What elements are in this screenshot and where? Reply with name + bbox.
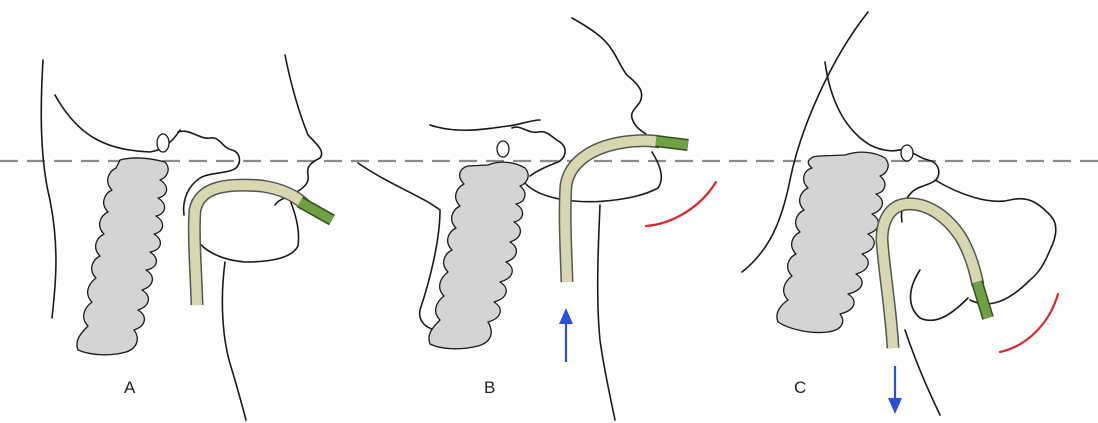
panel-c-jaw-outline bbox=[911, 270, 968, 320]
panel-b bbox=[358, 18, 716, 420]
panel-b-tube-connector-fill bbox=[656, 141, 688, 145]
panel-a-face-profile bbox=[275, 55, 322, 205]
panel-a-head-outline bbox=[41, 60, 56, 318]
panel-b-throat bbox=[598, 205, 615, 420]
panel-a-jaw-outline bbox=[192, 200, 299, 262]
panel-b-label: B bbox=[484, 378, 495, 398]
panel-c-tube bbox=[882, 204, 978, 348]
panel-b-neck-back bbox=[358, 163, 440, 330]
panel-c-tube-connector-fill bbox=[977, 282, 988, 318]
panel-c-throat bbox=[905, 330, 940, 415]
panel-a bbox=[41, 55, 332, 420]
panel-b-odontoid bbox=[497, 141, 509, 157]
panel-a-skull-base bbox=[178, 131, 239, 215]
panel-b-cervical-spine bbox=[429, 162, 528, 349]
panel-b-tube-fill bbox=[565, 141, 660, 283]
panel-b-up-arrow-head bbox=[559, 308, 573, 324]
panel-a-tube-fill bbox=[194, 185, 305, 305]
panel-c-down-arrow-head bbox=[888, 398, 902, 414]
panel-a-tube bbox=[194, 185, 305, 305]
panel-c-skull-back bbox=[825, 62, 900, 151]
panel-c-odontoid bbox=[901, 145, 913, 161]
panel-c-face-profile bbox=[935, 180, 1056, 304]
panel-a-throat bbox=[222, 262, 246, 420]
panel-c-cervical-spine bbox=[777, 152, 888, 332]
panel-a-label: A bbox=[124, 378, 135, 398]
panel-c-rotation-arc bbox=[1000, 294, 1058, 352]
panel-c bbox=[742, 12, 1058, 415]
panel-a-odontoid bbox=[157, 134, 169, 152]
panel-c-label: C bbox=[794, 378, 806, 398]
panel-a-cervical-spine bbox=[77, 158, 168, 355]
panel-b-face-profile bbox=[572, 18, 646, 134]
